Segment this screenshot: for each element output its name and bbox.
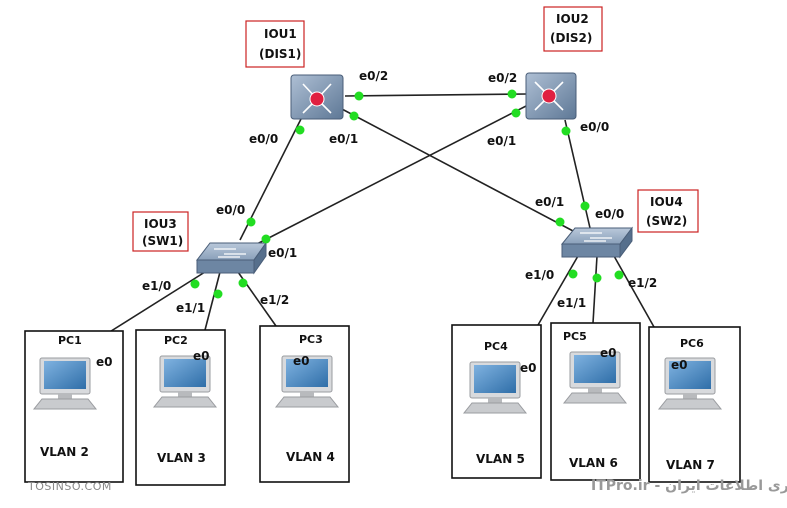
port-label: e1/1	[176, 301, 205, 315]
link-iou4-pc5	[592, 255, 598, 324]
device-role: (DIS2)	[550, 31, 592, 45]
port-dot	[295, 125, 305, 135]
pc-port: e0	[520, 361, 537, 375]
device-role: (DIS1)	[259, 47, 301, 61]
device-name: IOU1	[264, 27, 297, 41]
port-label: e0/1	[535, 195, 564, 209]
port-indicators	[190, 89, 624, 299]
device-label-iou1: IOU1 (DIS1)	[245, 20, 305, 68]
pc-port: e0	[671, 358, 688, 372]
pc-name: PC3	[299, 333, 323, 346]
device-label-iou3: IOU3 (SW1)	[132, 211, 189, 252]
pc-port: e0	[293, 354, 310, 368]
switch-icon	[195, 241, 267, 275]
pc-box-pc1[interactable]: PC1 e0 VLAN 2	[24, 330, 124, 483]
device-name: IOU3	[144, 217, 177, 231]
port-dot	[238, 278, 248, 288]
pc-box-pc6[interactable]: PC6 e0 VLAN 7	[648, 326, 741, 483]
port-label: e1/2	[628, 276, 657, 290]
device-iou4[interactable]	[560, 226, 633, 259]
switch-icon	[560, 226, 633, 259]
device-label-iou2: IOU2 (DIS2)	[543, 6, 603, 52]
pc-icon	[153, 355, 217, 408]
port-dot	[349, 111, 359, 121]
port-label: e0/0	[595, 207, 624, 221]
device-name: IOU4	[650, 195, 683, 209]
port-label: e1/0	[525, 268, 554, 282]
port-dot	[507, 89, 517, 99]
vlan-label: VLAN 4	[286, 450, 335, 464]
link-iou2-iou4	[564, 119, 591, 229]
device-iou2[interactable]	[525, 72, 577, 120]
watermark-left: TOSINSO.COM	[27, 480, 112, 493]
device-iou1[interactable]	[290, 74, 344, 120]
link-iou4-pc4	[537, 255, 579, 326]
pc-box-pc2[interactable]: PC2 e0 VLAN 3	[135, 329, 226, 486]
vlan-label: VLAN 3	[157, 451, 206, 465]
device-label-iou4: IOU4 (SW2)	[637, 189, 699, 233]
pc-name: PC5	[563, 330, 587, 343]
pc-box-pc5[interactable]: PC5 e0 VLAN 6	[550, 322, 641, 481]
port-label: e0/2	[359, 69, 388, 83]
pc-icon	[658, 357, 722, 410]
pc-port: e0	[96, 355, 113, 369]
link-iou3-pc1	[99, 271, 206, 339]
link-iou1-iou4	[339, 107, 576, 233]
port-dot	[592, 273, 602, 283]
link-iou4-pc6	[613, 255, 655, 328]
port-dot	[261, 234, 271, 244]
pc-icon	[463, 361, 527, 414]
link-iou1-iou2	[344, 93, 528, 97]
port-dot	[246, 217, 256, 227]
watermark-right: وب سایت تخصصی فناوری اطلاعات ایران - ITP…	[591, 478, 787, 494]
pc-box-pc4[interactable]: PC4 e0 VLAN 5	[451, 324, 542, 479]
port-label: e0/1	[329, 132, 358, 146]
port-label: e0/1	[268, 246, 297, 260]
pc-name: PC6	[680, 337, 704, 350]
port-label: e0/0	[249, 132, 278, 146]
pc-name: PC4	[484, 340, 508, 353]
pc-icon	[563, 351, 627, 404]
port-dot	[580, 201, 590, 211]
pc-port: e0	[600, 346, 617, 360]
port-dot	[568, 269, 578, 279]
port-dot	[354, 91, 364, 101]
device-iou3[interactable]	[195, 241, 267, 275]
port-label: e0/0	[580, 120, 609, 134]
link-iou3-pc2	[204, 271, 221, 331]
pc-name: PC1	[58, 334, 82, 347]
port-labels: e0/2 e0/2 e0/0 e0/1 e0/1 e0/0 e0/0 e0/1 …	[142, 69, 657, 315]
port-dot	[511, 108, 521, 118]
port-dot	[190, 279, 200, 289]
pc-icon	[33, 357, 97, 410]
port-label: e1/0	[142, 279, 171, 293]
port-label: e0/1	[487, 134, 516, 148]
port-dot	[555, 217, 565, 227]
vlan-label: VLAN 7	[666, 458, 715, 472]
port-label: e0/2	[488, 71, 517, 85]
pc-box-pc3[interactable]: PC3 e0 VLAN 4	[259, 325, 350, 483]
vlan-label: VLAN 6	[569, 456, 618, 470]
port-dot	[614, 270, 624, 280]
vlan-label: VLAN 5	[476, 452, 525, 466]
links	[99, 93, 655, 339]
port-dot	[561, 126, 571, 136]
port-label: e1/1	[557, 296, 586, 310]
vlan-label: VLAN 2	[40, 445, 89, 459]
link-iou2-iou3	[254, 103, 531, 246]
device-role: (SW1)	[142, 234, 183, 248]
port-dot	[213, 289, 223, 299]
device-name: IOU2	[556, 12, 589, 26]
port-label: e1/2	[260, 293, 289, 307]
port-label: e0/0	[216, 203, 245, 217]
pc-name: PC2	[164, 334, 188, 347]
device-role: (SW2)	[646, 214, 687, 228]
pc-port: e0	[193, 349, 210, 363]
